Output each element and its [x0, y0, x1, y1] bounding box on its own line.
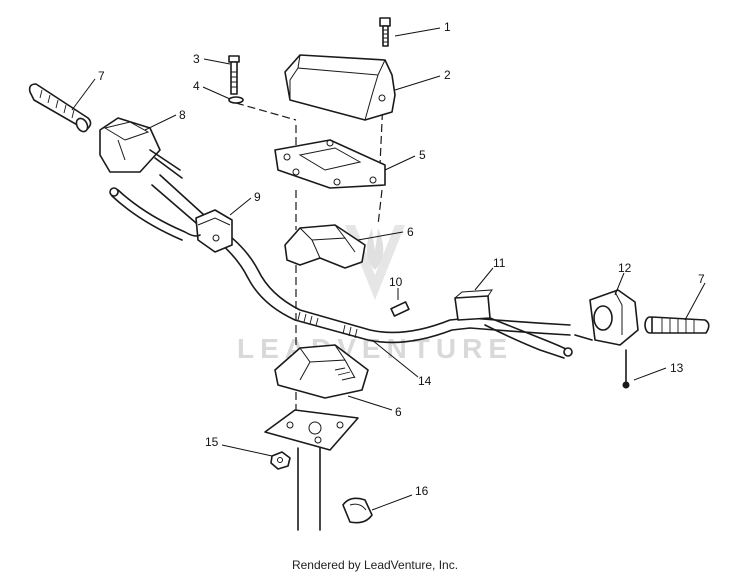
part-nut-15 [270, 451, 291, 470]
callout-15: 15 [205, 435, 219, 449]
callout-7-left: 7 [98, 69, 105, 83]
leader-lines [71, 27, 706, 511]
part-bolt-3 [228, 55, 240, 95]
callout-6-lower: 6 [395, 405, 402, 419]
watermark: LEADVENTURE [237, 225, 513, 364]
callout-1: 1 [444, 20, 451, 34]
callout-5: 5 [419, 148, 426, 162]
part-clamp-plate-5 [274, 139, 386, 189]
part-clamp-6-lower [274, 344, 369, 399]
callout-3: 3 [193, 52, 200, 66]
callout-2: 2 [444, 68, 451, 82]
callout-13: 13 [670, 361, 684, 375]
callout-9: 9 [254, 190, 261, 204]
callout-6-upper: 6 [407, 225, 414, 239]
part-pin-10 [390, 301, 410, 317]
part-grip-7-left [28, 83, 92, 133]
part-brake-lever-9 [109, 187, 233, 253]
callout-16: 16 [415, 484, 429, 498]
part-pad-2 [284, 54, 396, 121]
callout-7-right: 7 [698, 272, 705, 286]
part-handlebar-14 [151, 174, 571, 344]
part-switch-housing-8 [99, 117, 183, 179]
callout-8: 8 [179, 108, 186, 122]
part-clamp-16 [342, 497, 373, 524]
part-steering-post [264, 409, 359, 531]
callout-12: 12 [618, 261, 632, 275]
part-master-cylinder-11 [454, 289, 573, 359]
callout-10: 10 [389, 275, 403, 289]
part-clamp-6-upper [284, 224, 366, 269]
watermark-flame [366, 228, 384, 270]
part-grip-7-right [644, 316, 710, 334]
watermark-text: LEADVENTURE [237, 333, 513, 364]
callout-11: 11 [493, 256, 506, 270]
part-bolt-1 [379, 17, 391, 47]
callout-14: 14 [418, 374, 432, 388]
footer-credit: Rendered by LeadVenture, Inc. [291, 558, 459, 572]
part-washer-4 [228, 96, 244, 104]
part-screw-13 [622, 349, 630, 389]
callout-4: 4 [193, 79, 200, 93]
callout-labels: 1 2 3 4 5 6 7 8 9 10 11 12 7 13 14 6 15 … [98, 20, 705, 498]
part-throttle-housing-12 [574, 289, 639, 346]
